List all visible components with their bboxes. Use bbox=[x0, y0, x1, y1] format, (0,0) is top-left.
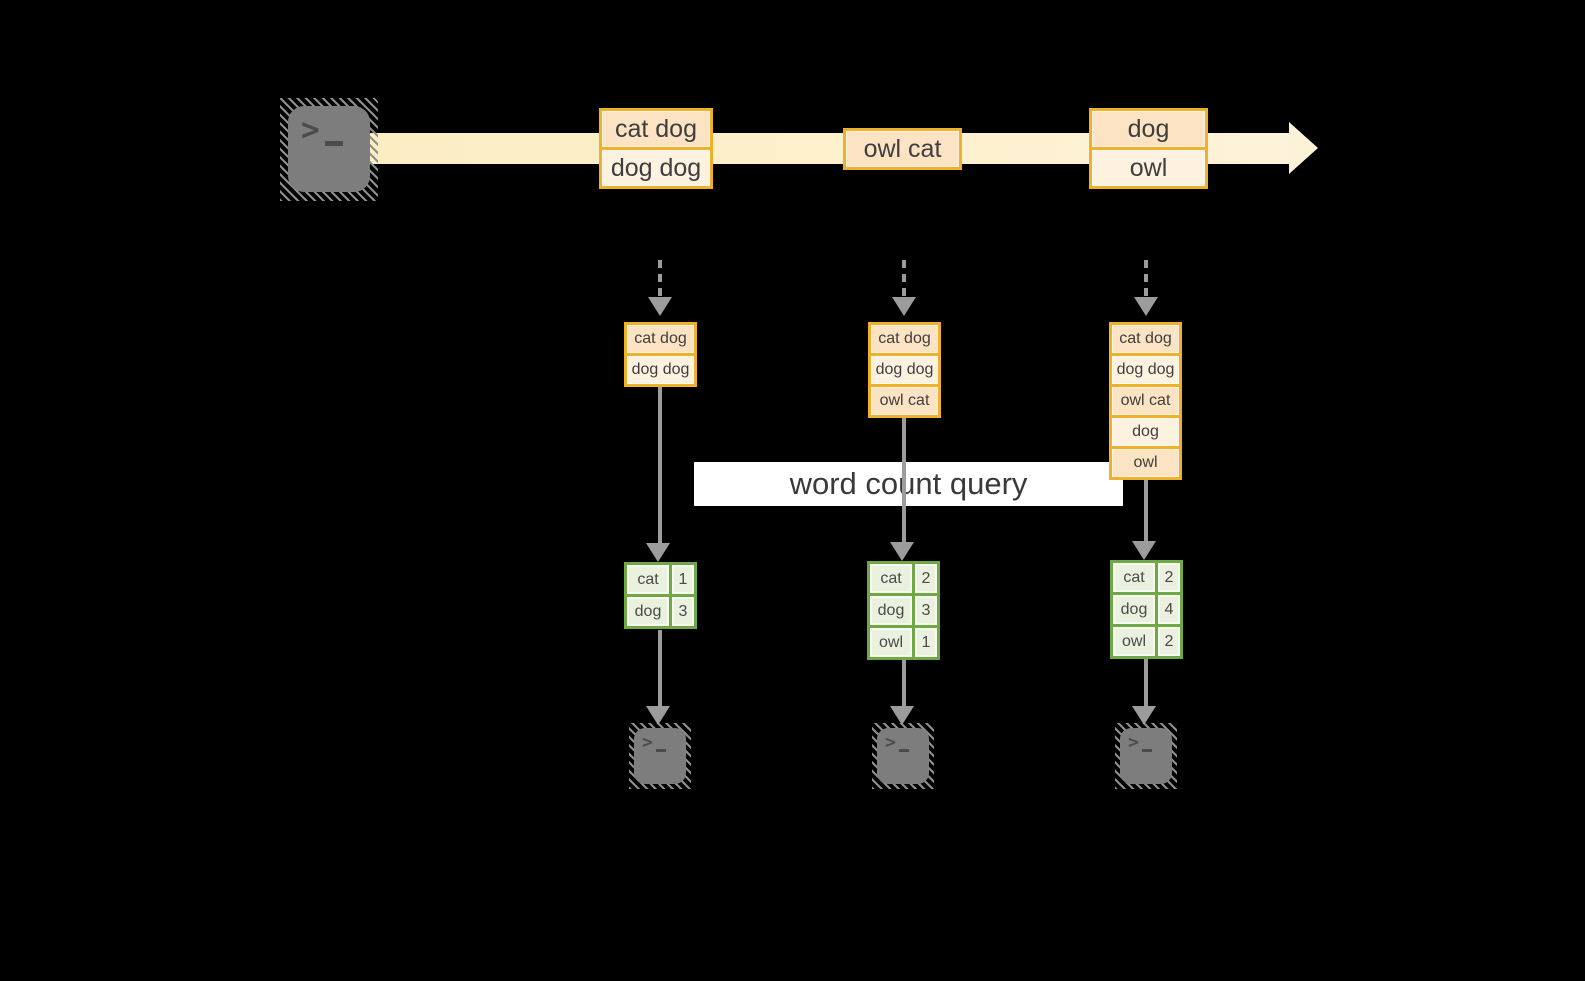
word-cell: cat bbox=[1113, 563, 1155, 592]
result-table-batch-1: cat 1 dog 3 bbox=[624, 562, 697, 629]
arrow-output-1 bbox=[658, 630, 662, 706]
count-cell: 3 bbox=[915, 596, 937, 625]
word-cell: cat bbox=[870, 564, 912, 593]
word-cell: owl bbox=[870, 628, 912, 657]
terminal-prompt-icon: > bbox=[1128, 734, 1152, 752]
count-cell: 2 bbox=[1158, 627, 1180, 656]
input-row: dog dog bbox=[627, 356, 694, 384]
count-cell: 1 bbox=[915, 628, 937, 657]
input-row: owl cat bbox=[1112, 387, 1179, 415]
input-row: cat dog bbox=[1112, 325, 1179, 353]
input-row: dog dog bbox=[1112, 356, 1179, 384]
count-cell: 2 bbox=[915, 564, 937, 593]
stream-event: dog bbox=[1092, 111, 1205, 147]
input-table-batch-2: cat dog dog dog owl cat bbox=[868, 322, 941, 418]
arrow-output-2 bbox=[902, 660, 906, 706]
dashed-arrowhead-2 bbox=[892, 297, 916, 316]
terminal-prompt-icon: > bbox=[642, 734, 666, 752]
output-terminal-icon-3: > bbox=[1120, 728, 1172, 784]
arrowhead-query-2 bbox=[890, 542, 914, 561]
result-table-batch-2: cat 2 dog 3 owl 1 bbox=[867, 561, 940, 660]
arrow-query-3 bbox=[1144, 480, 1148, 541]
input-row: dog bbox=[1112, 418, 1179, 446]
arrow-output-3 bbox=[1144, 659, 1148, 706]
arrow-query-2 bbox=[902, 418, 906, 542]
input-row: owl cat bbox=[871, 387, 938, 415]
count-cell: 4 bbox=[1158, 595, 1180, 624]
dashed-arrowhead-3 bbox=[1134, 297, 1158, 316]
output-terminal-icon-2: > bbox=[877, 728, 929, 784]
stream-batch-2: owl cat bbox=[843, 128, 962, 170]
dashed-arrow-batch-2 bbox=[902, 260, 906, 297]
terminal-prompt-icon: > bbox=[301, 115, 343, 146]
word-cell: dog bbox=[870, 596, 912, 625]
stream-batch-1: cat dog dog dog bbox=[599, 108, 713, 189]
word-cell: dog bbox=[627, 597, 669, 626]
arrowhead-output-2 bbox=[890, 706, 914, 725]
arrowhead-output-3 bbox=[1132, 706, 1156, 725]
source-terminal-icon: > bbox=[288, 106, 370, 192]
stream-batch-3: dog owl bbox=[1089, 108, 1208, 189]
count-cell: 1 bbox=[672, 565, 694, 594]
word-cell: dog bbox=[1113, 595, 1155, 624]
arrowhead-output-1 bbox=[646, 706, 670, 725]
result-table-batch-3: cat 2 dog 4 owl 2 bbox=[1110, 560, 1183, 659]
stream-arrowhead bbox=[1289, 122, 1318, 174]
arrowhead-query-3 bbox=[1132, 541, 1156, 560]
dashed-arrow-batch-3 bbox=[1144, 260, 1148, 297]
stream-event: dog dog bbox=[602, 147, 710, 186]
count-cell: 3 bbox=[672, 597, 694, 626]
input-table-batch-1: cat dog dog dog bbox=[624, 322, 697, 387]
arrow-query-1 bbox=[658, 387, 662, 543]
dashed-arrow-batch-1 bbox=[658, 260, 662, 297]
input-row: owl bbox=[1112, 449, 1179, 477]
stream-event: owl cat bbox=[846, 131, 959, 167]
input-row: dog dog bbox=[871, 356, 938, 384]
count-cell: 2 bbox=[1158, 563, 1180, 592]
terminal-prompt-icon: > bbox=[885, 734, 909, 752]
output-terminal-icon-1: > bbox=[634, 728, 686, 784]
input-row: cat dog bbox=[871, 325, 938, 353]
word-cell: cat bbox=[627, 565, 669, 594]
stream-event: owl bbox=[1092, 147, 1205, 186]
query-label: word count query bbox=[694, 462, 1123, 506]
stream-event: cat dog bbox=[602, 111, 710, 147]
input-row: cat dog bbox=[627, 325, 694, 353]
arrowhead-query-1 bbox=[646, 543, 670, 562]
word-cell: owl bbox=[1113, 627, 1155, 656]
dashed-arrowhead-1 bbox=[648, 297, 672, 316]
input-table-batch-3: cat dog dog dog owl cat dog owl bbox=[1109, 322, 1182, 480]
